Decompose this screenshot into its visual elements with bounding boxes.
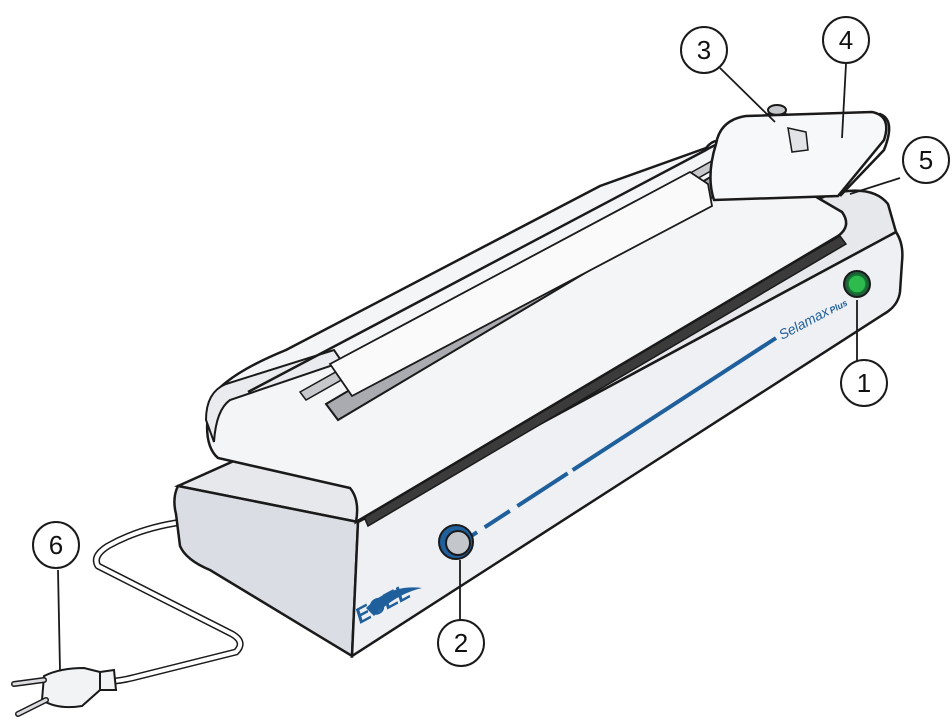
callout-4: 4 (822, 16, 870, 64)
callout-4-label: 4 (839, 25, 853, 55)
leader-lines (57, 63, 901, 671)
callout-3: 3 (680, 26, 728, 74)
callout-5: 5 (902, 136, 950, 184)
callout-2: 2 (437, 619, 485, 667)
callout-6-label: 6 (49, 530, 63, 560)
lid-strip (328, 170, 714, 398)
callout-1-label: 1 (857, 368, 871, 398)
callout-1: 1 (840, 359, 888, 407)
callout-6: 6 (32, 521, 80, 569)
power-switch (843, 270, 871, 298)
temperature-knob (438, 524, 474, 560)
callout-3-label: 3 (697, 35, 711, 65)
power-cord (92, 518, 244, 685)
brand-stripe (460, 336, 778, 544)
callout-2-label: 2 (454, 628, 468, 658)
power-plug (11, 666, 118, 717)
handle-cover (709, 110, 888, 202)
callout-5-label: 5 (919, 145, 933, 175)
